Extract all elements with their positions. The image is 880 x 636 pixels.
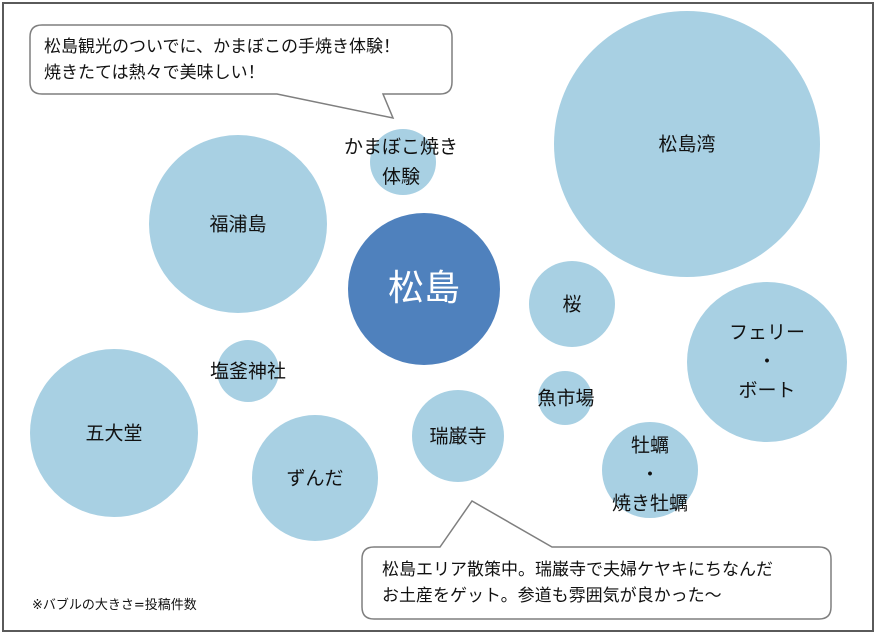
callout-bottom-shape <box>361 500 832 620</box>
label-line: かまぼこ焼き <box>343 136 459 158</box>
callout-top-line: 焼きたては熱々で美味しい！ <box>44 63 265 83</box>
label-line: 魚市場 <box>537 387 595 410</box>
label-line: 牡蠣 <box>630 434 670 457</box>
callout-top-shape <box>29 24 453 120</box>
bubble-zunda <box>252 415 378 541</box>
bubble-fish-market <box>538 371 592 425</box>
label-zunda: ずんだ <box>286 466 343 493</box>
label-line: フェリー <box>728 321 806 344</box>
label-line: 焼き牡蠣 <box>611 492 689 515</box>
label-line: ・ <box>640 463 660 486</box>
label-line: 塩釜神社 <box>209 360 287 383</box>
label-line: 体験 <box>381 166 421 188</box>
bubble-shiogama-shrine <box>217 340 279 402</box>
callout-top-line: 松島観光のついでに、かまぼこの手焼き体験！ <box>44 37 400 57</box>
bubble-zuiganji <box>412 390 504 482</box>
bubble-size-note: ※バブルの大きさ=投稿件数 <box>32 598 197 613</box>
label-line: 桜 <box>562 293 582 316</box>
bubble-godaido <box>30 349 198 517</box>
label-line: 瑞巌寺 <box>429 425 487 448</box>
label-line: ずんだ <box>286 467 344 490</box>
label-line: 五大堂 <box>85 422 143 445</box>
label-ferry-boat: フェリー ・ ボート <box>729 319 805 406</box>
label-shiogama-shrine: 塩釜神社 <box>210 359 286 386</box>
bubble-oyster <box>602 422 698 518</box>
label-matsushima-bay: 松島湾 <box>658 132 715 159</box>
label-fish-market: 魚市場 <box>537 386 594 413</box>
label-line: 福浦島 <box>209 213 267 236</box>
label-kamaboko: かまぼこ焼き 体験 <box>344 132 458 192</box>
bubble-fukuurajima <box>149 135 327 313</box>
center-label: 松島 <box>387 267 461 309</box>
bubble-matsushima-bay <box>554 11 820 277</box>
label-zuiganji: 瑞巌寺 <box>429 424 486 451</box>
bubble-ferry-boat <box>687 282 847 442</box>
label-line: 松島湾 <box>658 133 716 156</box>
callout-bottom-line: 松島エリア散策中。瑞巌寺で夫婦ケヤキにちなんだ <box>382 560 773 580</box>
label-godaido: 五大堂 <box>85 421 142 448</box>
callout-top-text: 松島観光のついでに、かまぼこの手焼き体験！ 焼きたては熱々で美味しい！ <box>44 34 400 86</box>
label-fukuurajima: 福浦島 <box>209 212 266 239</box>
bubble-matsushima-center <box>348 213 500 365</box>
label-line: ・ <box>757 350 777 373</box>
bubble-kamaboko <box>370 129 436 195</box>
bubble-sakura <box>529 261 615 347</box>
label-sakura: 桜 <box>562 292 581 319</box>
callout-bottom-text: 松島エリア散策中。瑞巌寺で夫婦ケヤキにちなんだ お土産をゲット。参道も雰囲気が良… <box>382 557 773 609</box>
callout-bottom-line: お土産をゲット。参道も雰囲気が良かった～ <box>382 586 722 606</box>
label-oyster: 牡蠣 ・ 焼き牡蠣 <box>612 432 688 519</box>
label-line: ボート <box>738 379 796 402</box>
